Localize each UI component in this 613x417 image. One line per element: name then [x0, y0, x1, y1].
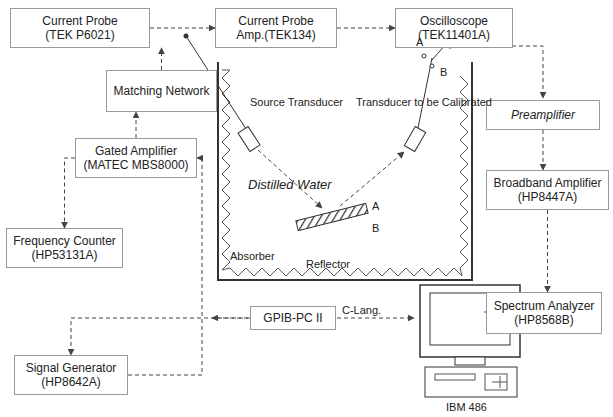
probe-box: Current Probe(TEK P6021) [10, 8, 150, 48]
box-text: (HP8447A) [491, 190, 604, 204]
box-text: GPIB-PC II [255, 311, 331, 325]
signal-arrow [128, 158, 202, 375]
box-text: Oscilloscope [400, 14, 508, 28]
part-label: B [440, 66, 447, 79]
box-text: Spectrum Analyzer [491, 299, 597, 313]
box-text: Preamplifier [491, 108, 595, 122]
amplifier-box: Broadband Amplifier(HP8447A) [486, 170, 609, 210]
signal-arrow [543, 130, 544, 170]
part-label: Source Transducer [250, 96, 343, 109]
signal-arrow [71, 318, 250, 355]
part-label: Reflector [306, 258, 350, 271]
box-text: Gated Amplifier [80, 144, 192, 158]
box-text: (HP53131A) [11, 248, 118, 262]
box-text: (HP8568B) [491, 313, 597, 327]
signal-arrow [547, 210, 548, 292]
part-label: A [416, 36, 423, 49]
box-text: (MATEC MBS8000) [80, 158, 192, 172]
amplifier-box: Gated Amplifier(MATEC MBS8000) [75, 138, 197, 178]
counter-box: Frequency Counter(HP53131A) [6, 228, 123, 268]
network-box: Matching Network [106, 70, 217, 112]
signal-arrow [161, 48, 162, 70]
box-text: Frequency Counter [11, 234, 118, 248]
box-text: (TEK P6021) [15, 28, 145, 42]
generator-box: Signal Generator(HP8642A) [14, 355, 128, 395]
part-label: Absorber [230, 250, 275, 263]
part-label: C-Lang. [340, 304, 383, 317]
signal-arrow [150, 28, 215, 29]
box-text: Broadband Amplifier [491, 176, 604, 190]
part-label: IBM 486 [446, 401, 487, 414]
box-text: (HP8642A) [19, 375, 123, 389]
box-text: Amp.(TEK134) [220, 28, 332, 42]
box-text: Current Probe [15, 14, 145, 28]
part-label: B [372, 222, 379, 235]
oscilloscope-box: Oscilloscope(TEK11401A) [395, 8, 513, 48]
box-text: Current Probe [220, 14, 332, 28]
signal-arrow [337, 28, 395, 29]
amplifier-box: Preamplifier [486, 100, 600, 130]
part-label: Distilled Water [248, 178, 332, 191]
analyzer-box: Spectrum Analyzer(HP8568B) [486, 292, 602, 334]
signal-arrow [65, 158, 76, 228]
box-text: Matching Network [111, 84, 212, 98]
box-text: Signal Generator [19, 361, 123, 375]
interface-box: GPIB-PC II [250, 306, 336, 330]
signal-arrow [136, 112, 137, 138]
amplifier-box: Current ProbeAmp.(TEK134) [215, 8, 337, 48]
part-label: A [372, 200, 379, 213]
part-label: Transducer to be Calibrated [356, 96, 492, 109]
